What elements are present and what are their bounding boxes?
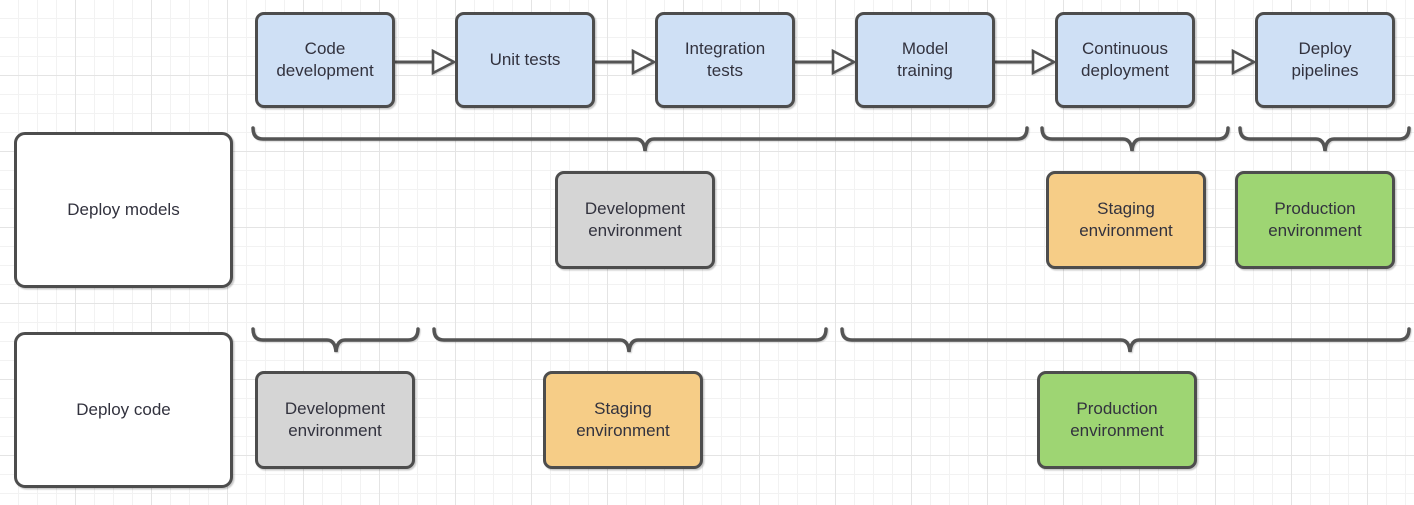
- code-staging-environment: Staging environment: [543, 371, 703, 469]
- brace-models-staging: [1040, 126, 1230, 152]
- brace-code-staging: [432, 327, 828, 353]
- code-production-environment: Production environment: [1037, 371, 1197, 469]
- flow-arrow-1: [395, 48, 457, 76]
- step-integration-tests: Integration tests: [655, 12, 795, 108]
- step-deploy-pipelines: Deploy pipelines: [1255, 12, 1395, 108]
- step-unit-tests: Unit tests: [455, 12, 595, 108]
- models-development-environment: Development environment: [555, 171, 715, 269]
- flow-arrow-3: [795, 48, 857, 76]
- models-staging-environment: Staging environment: [1046, 171, 1206, 269]
- flow-arrow-5: [1195, 48, 1257, 76]
- flow-arrow-2: [595, 48, 657, 76]
- brace-models-development: [251, 126, 1029, 152]
- step-model-training: Model training: [855, 12, 995, 108]
- step-code-development: Code development: [255, 12, 395, 108]
- row-label-deploy-models: Deploy models: [14, 132, 233, 288]
- step-continuous-deployment: Continuous deployment: [1055, 12, 1195, 108]
- row-label-deploy-code: Deploy code: [14, 332, 233, 488]
- brace-code-development: [251, 327, 420, 353]
- brace-code-production: [840, 327, 1411, 353]
- code-development-environment: Development environment: [255, 371, 415, 469]
- brace-models-production: [1238, 126, 1411, 152]
- flow-arrow-4: [995, 48, 1057, 76]
- models-production-environment: Production environment: [1235, 171, 1395, 269]
